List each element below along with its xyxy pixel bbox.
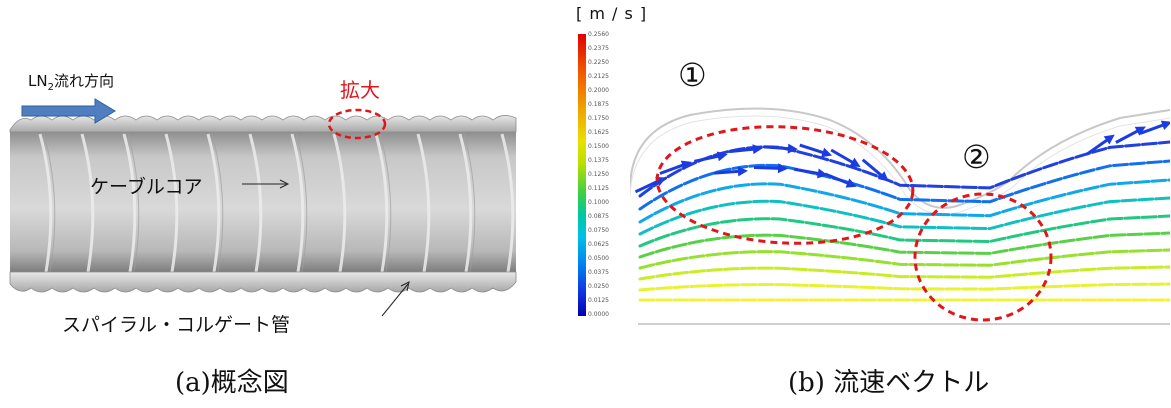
flow-direction-label: LN2流れ方向	[28, 70, 114, 93]
scale-tick: 0.2250	[588, 59, 609, 66]
tube-label: スパイラル・コルゲート管	[62, 314, 291, 336]
flow-direction-arrow-icon	[21, 98, 116, 124]
velocity-arrow	[1139, 120, 1170, 135]
scale-tick: 0.2125	[588, 73, 609, 80]
unit-label: [ m / s ]	[576, 4, 648, 23]
scale-tick: 0.0750	[588, 227, 609, 234]
velocity-arrow	[861, 158, 889, 182]
scale-tick: 0.0000	[588, 311, 609, 318]
scale-tick: 0.1000	[588, 199, 609, 206]
core-label: ケーブルコア	[90, 176, 203, 198]
flow-label-prefix: LN	[28, 72, 48, 90]
vector-arrows	[634, 120, 1170, 194]
panel-a: LN2流れ方向 拡大 ケーブルコア スパイラル・コルゲート管 (a)概念図	[0, 0, 540, 408]
vector-bands	[638, 140, 1170, 302]
scale-tick: 0.1125	[588, 185, 609, 192]
zoom-region-circle	[327, 108, 387, 140]
velocity-arrow	[793, 167, 828, 179]
region-1-circle	[655, 125, 915, 245]
velocity-arrow	[753, 163, 788, 174]
scale-tick: 0.2375	[588, 45, 609, 52]
scale-tick: 0.0125	[588, 297, 609, 304]
vector-band	[638, 178, 1170, 224]
vector-band	[638, 214, 1170, 248]
spiral-ridges	[38, 133, 515, 273]
caption-b: (b) 流速ベクトル	[788, 368, 990, 398]
region-2-label: ②	[962, 138, 991, 176]
zoom-label: 拡大	[340, 78, 380, 102]
vector-band	[638, 282, 1170, 292]
vector-band	[638, 231, 1170, 259]
velocity-arrow	[799, 143, 833, 158]
flow-label-subscript: 2	[47, 82, 54, 93]
velocity-arrow	[1086, 134, 1115, 156]
scale-tick: 0.1375	[588, 157, 609, 164]
velocity-arrow	[830, 148, 861, 167]
velocity-arrow	[659, 160, 692, 175]
vector-band	[638, 196, 1170, 236]
scale-tick: 0.0625	[588, 241, 609, 248]
velocity-arrow	[713, 166, 748, 177]
flow-label-suffix: 流れ方向	[53, 72, 114, 90]
scale-tick: 0.1625	[588, 129, 609, 136]
scale-tick: 0.1500	[588, 143, 609, 150]
scale-tick: 0.2000	[588, 87, 609, 94]
region-1-label: ①	[678, 56, 707, 94]
tube-top-wall	[9, 115, 517, 133]
region-2-circle	[913, 192, 1053, 322]
vector-band	[638, 248, 1170, 270]
scale-tick: 0.1250	[588, 171, 609, 178]
cable-core	[10, 132, 516, 272]
velocity-arrow	[728, 144, 763, 155]
corrugated-wall-outline	[630, 107, 1170, 209]
scale-tick: 0.2560	[588, 31, 609, 38]
velocity-arrow	[763, 143, 798, 154]
scale-tick: 0.1750	[588, 115, 609, 122]
velocity-arrow	[1115, 126, 1146, 144]
scale-tick: 0.0250	[588, 283, 609, 290]
velocity-arrow	[694, 151, 728, 163]
velocity-arrow	[634, 177, 667, 194]
scale-tick: 0.0875	[588, 213, 609, 220]
tube-pointer-arrow-icon	[381, 283, 409, 317]
tube-illustration	[9, 98, 517, 317]
scale-tick: 0.0375	[588, 269, 609, 276]
tube-bottom-wall	[9, 271, 517, 293]
panel-b: [ m / s ] 0.2560 0.2375 0.2250 0.2125 0.…	[560, 0, 1171, 408]
caption-a: (a)概念図	[175, 368, 289, 398]
velocity-vector-field	[630, 107, 1170, 325]
color-scale-ticks: 0.2560 0.2375 0.2250 0.2125 0.2000 0.187…	[572, 32, 612, 322]
scale-tick: 0.1875	[588, 101, 609, 108]
velocity-arrow	[824, 172, 857, 188]
scale-tick: 0.0500	[588, 255, 609, 262]
vector-band	[638, 265, 1170, 281]
color-scale-bar	[578, 34, 586, 316]
